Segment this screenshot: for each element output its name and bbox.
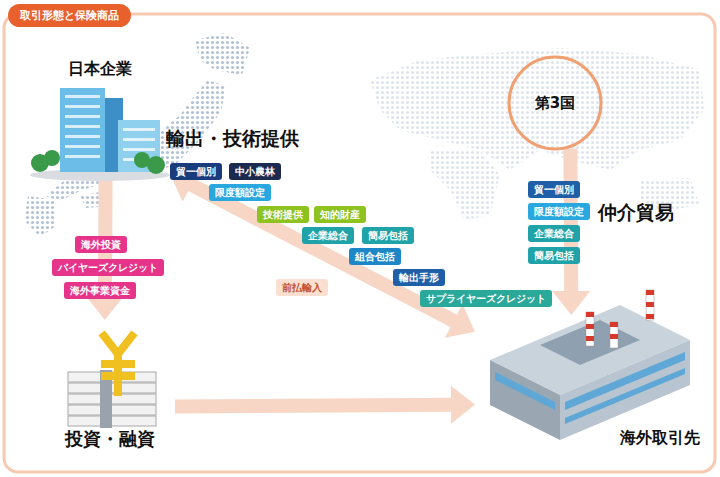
insurance-tag: 企業総合 (528, 225, 580, 242)
arrow-shaft (175, 405, 453, 407)
insurance-tag: 簡易包括 (362, 227, 414, 244)
group-heading: 仲介貿易 (598, 200, 674, 226)
insurance-tag: 貿一個別 (528, 181, 580, 198)
office-building (30, 88, 170, 181)
tag-text: 前払輸入 (282, 281, 322, 294)
tag-text: 輸出手形 (399, 271, 439, 284)
partner-node: 海外取引先 (475, 315, 710, 455)
arrow-head (552, 291, 590, 315)
tag-text: 貿一個別 (176, 165, 216, 178)
insurance-tag: 組合包括 (349, 248, 401, 265)
arrow-shaft (190, 184, 456, 322)
insurance-tag: 企業総合 (302, 227, 354, 244)
tag-text: 企業総合 (308, 229, 348, 242)
circle-ring (509, 57, 601, 149)
money-stack (68, 336, 156, 428)
insurance-tag: 輸出手形 (393, 269, 445, 286)
arrow-head (445, 304, 475, 338)
insurance-tag: 限度額設定 (528, 203, 590, 220)
node-label: 日本企業 (68, 59, 132, 80)
finance-node: 投資・融資 (45, 320, 175, 455)
title-pill: 取引形態と保険商品 (8, 4, 131, 27)
tag-text: 貿一個別 (534, 183, 574, 196)
tag-text: 簡易包括 (534, 249, 574, 262)
node-label: 海外取引先 (620, 428, 700, 449)
frame (4, 14, 715, 472)
country-circle: 第3国 (507, 55, 603, 151)
tag-text: バイヤーズクレジット (58, 261, 158, 274)
arrow-head (451, 386, 475, 424)
tag-text: 中小農林 (235, 165, 275, 178)
flow-arrow (175, 386, 475, 424)
insurance-tag: 知的財産 (314, 206, 366, 223)
insurance-tag: 簡易包括 (528, 247, 580, 264)
insurance-tag: バイヤーズクレジット (52, 259, 164, 276)
tag-text: 簡易包括 (368, 229, 408, 242)
arrow-head (86, 296, 124, 320)
insurance-tag: サプライヤーズクレジット (420, 290, 552, 307)
arrow-shaft (563, 149, 578, 293)
insurance-tag: 貿一個別 (170, 163, 222, 180)
insurance-tag: 技術提供 (257, 206, 309, 223)
tag-text: 企業総合 (534, 227, 574, 240)
world-map (370, 48, 704, 220)
insurance-tag: 海外投資 (75, 236, 127, 253)
tag-text: 知的財産 (320, 208, 360, 221)
tag-text: 海外事業資金 (70, 284, 130, 297)
node-label: 投資・融資 (65, 427, 155, 451)
tag-text: 組合包括 (355, 250, 395, 263)
factory (490, 290, 690, 440)
insurance-tag: 海外事業資金 (64, 282, 136, 299)
flow-arrow (170, 168, 475, 338)
tag-text: 海外投資 (81, 238, 121, 251)
tag-text: サプライヤーズクレジット (426, 292, 546, 305)
tag-text: 技術提供 (263, 208, 303, 221)
tag-text: 限度額設定 (215, 186, 265, 199)
insurance-tag: 前払輸入 (276, 279, 328, 296)
insurance-tag: 限度額設定 (209, 184, 271, 201)
node-label: 第3国 (535, 94, 575, 113)
insurance-tag: 中小農林 (229, 163, 281, 180)
tag-text: 限度額設定 (534, 205, 584, 218)
company-node: 日本企業 (30, 55, 170, 180)
group-heading: 輸出・技術提供 (166, 126, 299, 152)
